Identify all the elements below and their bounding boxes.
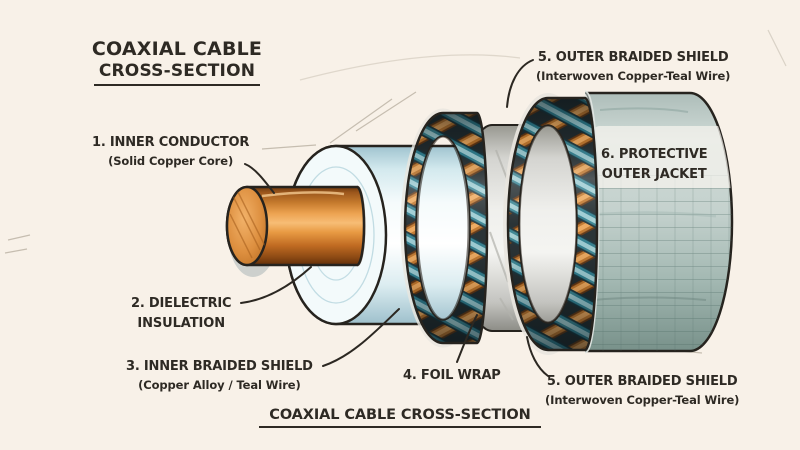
label-foil-wrap: 4. FOIL WRAP xyxy=(403,366,501,386)
label-dielectric-line2: INSULATION xyxy=(137,315,225,331)
copper-core xyxy=(225,185,366,267)
leader-outer-braid-top xyxy=(506,59,534,108)
leader-inner-conductor xyxy=(244,163,275,194)
label-inner-braid-line1: 3. INNER BRAIDED SHIELD xyxy=(126,359,313,374)
label-inner-braid-line2: (Copper Alloy / Teal Wire) xyxy=(138,377,301,392)
outer-jacket xyxy=(583,90,734,354)
label-outer-braid-top-line1: 5. OUTER BRAIDED SHIELD xyxy=(537,50,729,65)
bottom-caption-text: COAXIAL CABLE CROSS-SECTION xyxy=(259,407,541,428)
label-outer-jacket-line1: 6. PROTECTIVE xyxy=(601,147,708,162)
label-outer-jacket: 6. PROTECTIVE OUTER JACKET xyxy=(601,145,708,184)
diagram-title: COAXIAL CABLE CROSS-SECTION xyxy=(86,38,268,86)
label-outer-braid-top: 5. OUTER BRAIDED SHIELD (Interwoven Copp… xyxy=(536,48,730,85)
leader-foil xyxy=(456,314,478,363)
leader-outer-braid-bottom xyxy=(526,336,549,377)
label-outer-jacket-line2: OUTER JACKET xyxy=(601,166,707,182)
label-dielectric-line1: 2. DIELECTRIC xyxy=(131,296,232,311)
leader-lines xyxy=(240,59,549,377)
label-outer-braid-bottom-line2: (Interwoven Copper-Teal Wire) xyxy=(545,392,740,407)
leader-inner-braid xyxy=(322,308,400,367)
label-outer-braid-bottom: 5. OUTER BRAIDED SHIELD (Interwoven Copp… xyxy=(545,372,739,409)
leader-dielectric xyxy=(240,266,312,304)
label-inner-braid: 3. INNER BRAIDED SHIELD (Copper Alloy / … xyxy=(126,357,313,394)
label-dielectric: 2. DIELECTRIC INSULATION xyxy=(131,294,232,333)
label-outer-braid-bottom-line1: 5. OUTER BRAIDED SHIELD xyxy=(546,374,738,389)
label-inner-conductor-line1: 1. INNER CONDUCTOR xyxy=(92,135,250,150)
title-line2: CROSS-SECTION xyxy=(93,61,261,86)
label-inner-conductor: 1. INNER CONDUCTOR (Solid Copper Core) xyxy=(92,133,249,170)
label-inner-conductor-line2: (Solid Copper Core) xyxy=(108,153,234,168)
title-line1: COAXIAL CABLE xyxy=(91,38,263,60)
label-foil-wrap-line1: 4. FOIL WRAP xyxy=(403,368,501,383)
label-outer-braid-top-line2: (Interwoven Copper-Teal Wire) xyxy=(536,68,731,83)
bottom-caption: COAXIAL CABLE CROSS-SECTION xyxy=(0,404,800,428)
